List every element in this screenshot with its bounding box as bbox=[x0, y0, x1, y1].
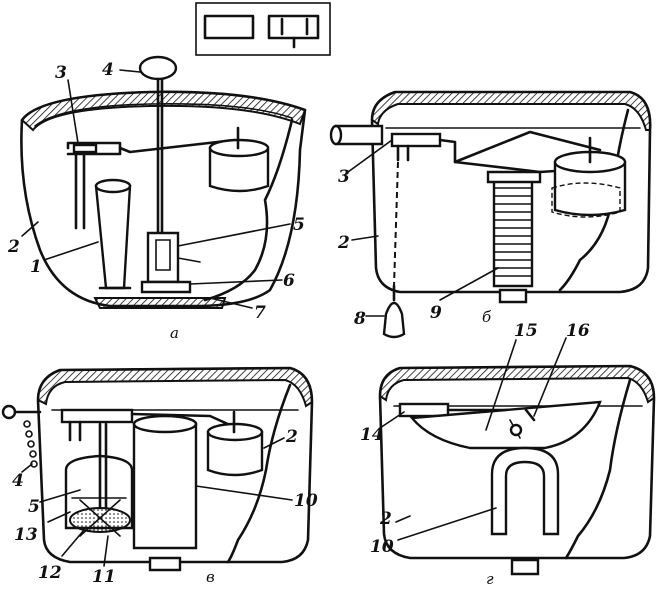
panel-a-leaders bbox=[21, 69, 291, 309]
caption-g: г bbox=[486, 570, 494, 588]
label-a-7: 7 bbox=[254, 303, 266, 323]
label-g-15: 15 bbox=[514, 321, 538, 341]
panel-b-cistern bbox=[329, 90, 652, 339]
label-v-5: 5 bbox=[28, 497, 40, 517]
label-v-2: 2 bbox=[285, 427, 298, 447]
caption-b: б bbox=[482, 308, 492, 326]
label-a-4: 4 bbox=[102, 60, 114, 80]
label-a-5: 5 bbox=[293, 215, 305, 235]
label-b-3: 3 bbox=[338, 167, 350, 187]
label-g-10: 10 bbox=[370, 537, 394, 557]
label-a-1: 1 bbox=[30, 257, 42, 277]
label-v-10: 10 bbox=[294, 491, 318, 511]
label-g-2: 2 bbox=[379, 509, 392, 529]
panel-v-leaders bbox=[21, 437, 293, 567]
caption-v: в bbox=[206, 568, 215, 586]
panel-b-leaders bbox=[347, 139, 499, 317]
label-a-2: 2 bbox=[7, 237, 20, 257]
label-v-12: 12 bbox=[38, 563, 62, 583]
label-a-6: 6 bbox=[283, 271, 295, 291]
label-v-4: 4 bbox=[12, 471, 24, 491]
label-g-16: 16 bbox=[566, 321, 590, 341]
panel-g-leaders bbox=[379, 337, 567, 541]
label-b-9: 9 bbox=[430, 303, 442, 323]
label-b-8: 8 bbox=[353, 309, 366, 329]
label-v-11: 11 bbox=[92, 567, 116, 587]
panel-g-cistern bbox=[378, 364, 656, 576]
label-b-2: 2 bbox=[337, 233, 350, 253]
label-a-3: 3 bbox=[55, 63, 67, 83]
panel-a-cistern bbox=[20, 55, 307, 309]
panel-v-cistern bbox=[1, 366, 314, 572]
label-v-13: 13 bbox=[14, 525, 38, 545]
label-g-14: 14 bbox=[360, 425, 384, 445]
caption-a: а bbox=[170, 324, 179, 342]
switch-symbol bbox=[195, 2, 331, 56]
